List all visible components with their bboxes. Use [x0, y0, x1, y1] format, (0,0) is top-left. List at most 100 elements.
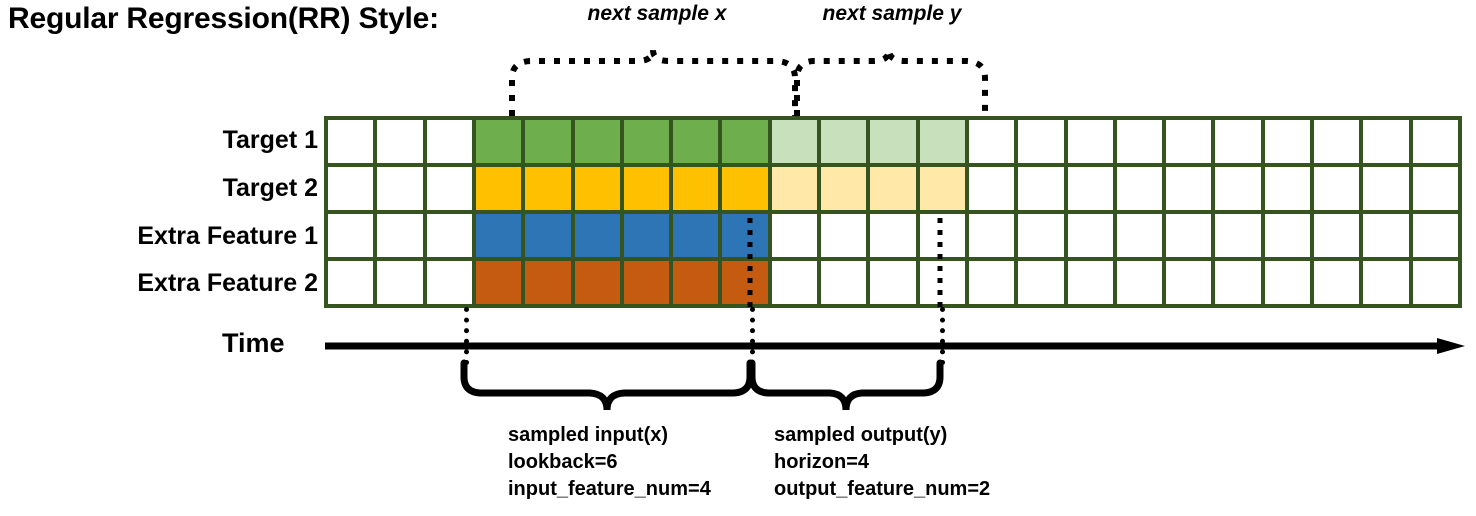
grid-cell-r0-c8: [722, 120, 768, 163]
grid-cell-r2-c18: [1215, 214, 1261, 257]
grid-cell-r0-c6: [623, 120, 670, 163]
grid-cell-r3-c22: [1412, 261, 1458, 304]
grid-cell-r1-c3: [475, 167, 522, 210]
grid-cell-r2-c9: [771, 214, 818, 257]
grid-cell-r0-c13: [968, 120, 1015, 163]
grid-cell-r2-c10: [821, 214, 867, 257]
next-sample-x-brace: [509, 49, 798, 116]
grid-cell-r1-c14: [1018, 167, 1064, 210]
grid-cell-r1-c7: [673, 167, 719, 210]
grid-cell-r0-c16: [1116, 120, 1163, 163]
grid-cell-r2-c0: [328, 214, 374, 257]
grid-cell-r1-c13: [968, 167, 1015, 210]
sampled-output-line-2: horizon=4: [774, 451, 870, 473]
grid-cell-r3-c10: [821, 261, 867, 304]
grid-cell-r0-c9: [771, 120, 818, 163]
grid-cell-r3-c2: [426, 261, 472, 304]
grid-cell-r1-c11: [870, 167, 916, 210]
sampled-output-caption: sampled output(y) horizon=4 output_featu…: [774, 422, 990, 503]
grid-cell-r3-c0: [328, 261, 374, 304]
grid-cell-r1-c18: [1215, 167, 1261, 210]
grid-cell-r3-c7: [673, 261, 719, 304]
row-label-extra-feature-1: Extra Feature 1: [137, 222, 318, 250]
grid-cell-r0-c22: [1412, 120, 1458, 163]
grid-cell-r2-c22: [1412, 214, 1458, 257]
grid-cell-r0-c10: [821, 120, 867, 163]
grid-cell-r2-c5: [574, 214, 620, 257]
next-sample-y-label: next sample y: [822, 2, 962, 25]
grid-cell-r1-c22: [1412, 167, 1458, 210]
grid-cell-r3-c18: [1215, 261, 1261, 304]
grid-cell-r1-c21: [1363, 167, 1409, 210]
grid-cell-r3-c13: [968, 261, 1015, 304]
grid-cell-r1-c2: [426, 167, 472, 210]
sampled-input-line-1: sampled input(x): [508, 424, 669, 446]
grid-cell-r3-c1: [377, 261, 423, 304]
grid-cell-r0-c19: [1264, 120, 1311, 163]
grid-cell-r3-c11: [870, 261, 916, 304]
grid-cell-r0-c12: [919, 120, 965, 163]
sampled-input-caption: sampled input(x) lookback=6 input_featur…: [508, 422, 711, 503]
page-title: Regular Regression(RR) Style:: [8, 2, 439, 35]
grid-cell-r2-c4: [525, 214, 571, 257]
grid-cell-r0-c3: [475, 120, 522, 163]
grid-cell-r2-c17: [1166, 214, 1212, 257]
grid-cell-r0-c1: [377, 120, 423, 163]
grid-cell-r0-c11: [870, 120, 916, 163]
grid-cell-r3-c17: [1166, 261, 1212, 304]
grid-cell-r3-c5: [574, 261, 620, 304]
input-start-connector: [464, 307, 469, 365]
grid-cell-r0-c4: [525, 120, 571, 163]
grid-cell-r2-c2: [426, 214, 472, 257]
grid-cell-r2-c13: [968, 214, 1015, 257]
grid-cell-r3-c6: [623, 261, 670, 304]
grid-cell-r3-c12: [919, 261, 965, 304]
grid-cell-r2-c6: [623, 214, 670, 257]
row-label-target-1: Target 1: [222, 126, 318, 154]
grid-cell-r2-c11: [870, 214, 916, 257]
grid-cell-r1-c10: [821, 167, 867, 210]
grid-cell-r2-c16: [1116, 214, 1163, 257]
grid-cell-r3-c3: [475, 261, 522, 304]
grid-cell-r2-c20: [1314, 214, 1360, 257]
grid-cell-r3-c19: [1264, 261, 1311, 304]
grid-cell-r3-c16: [1116, 261, 1163, 304]
grid-cell-r3-c8: [722, 261, 768, 304]
sampled-output-brace: [748, 359, 944, 411]
sampled-input-line-3: input_feature_num=4: [508, 478, 711, 500]
grid-cell-r0-c7: [673, 120, 719, 163]
sampled-input-line-2: lookback=6: [508, 451, 618, 473]
grid-cell-r1-c8: [722, 167, 768, 210]
grid-cell-r1-c20: [1314, 167, 1360, 210]
time-axis-label: Time: [222, 328, 285, 358]
output-end-connector: [940, 307, 945, 365]
grid-cell-r1-c4: [525, 167, 571, 210]
timeline-grid: [324, 116, 1462, 308]
grid-cell-r2-c8: [722, 214, 768, 257]
next-sample-x-label: next sample x: [587, 2, 727, 25]
grid-cell-r1-c17: [1166, 167, 1212, 210]
row-label-extra-feature-2: Extra Feature 2: [137, 269, 318, 297]
grid-cell-r0-c14: [1018, 120, 1064, 163]
sampled-output-line-1: sampled output(y): [774, 424, 948, 446]
grid-cell-r0-c21: [1363, 120, 1409, 163]
grid-cell-r2-c19: [1264, 214, 1311, 257]
sampled-output-line-3: output_feature_num=2: [774, 478, 991, 500]
grid-cell-r3-c14: [1018, 261, 1064, 304]
grid-cell-r1-c5: [574, 167, 620, 210]
grid-cell-r2-c14: [1018, 214, 1064, 257]
grid-cell-r2-c7: [673, 214, 719, 257]
grid-cell-r1-c6: [623, 167, 670, 210]
grid-cell-r1-c0: [328, 167, 374, 210]
grid-cell-r1-c12: [919, 167, 965, 210]
next-sample-y-brace: [794, 49, 988, 116]
grid-cell-r2-c21: [1363, 214, 1409, 257]
input-end-connector: [750, 307, 755, 365]
grid-cell-r3-c15: [1067, 261, 1113, 304]
sampled-input-brace: [460, 359, 754, 411]
time-axis-arrow: [325, 338, 1465, 354]
grid-cell-r1-c1: [377, 167, 423, 210]
grid-cell-r3-c9: [771, 261, 818, 304]
grid-cell-r1-c15: [1067, 167, 1113, 210]
